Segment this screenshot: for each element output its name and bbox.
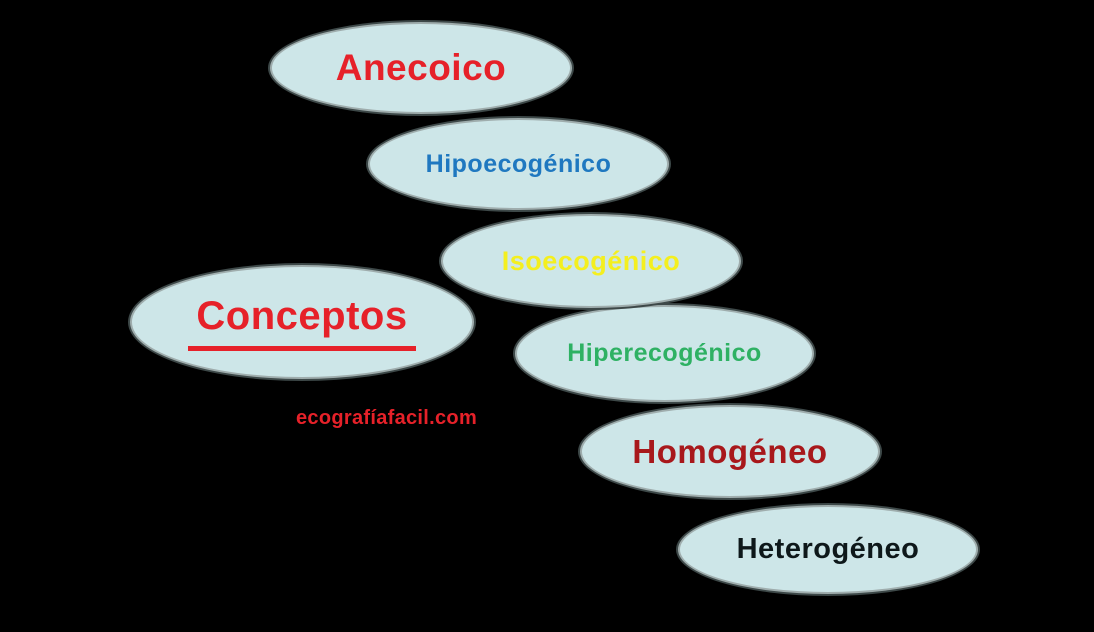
node-heterogeneo-label: Heterogéneo [736, 533, 920, 565]
node-isoecogenico: Isoecogénico [441, 214, 741, 308]
node-hiperecogenico-label: Hiperecogénico [567, 339, 762, 367]
node-anecoico: Anecoico [270, 22, 572, 114]
watermark-text: ecografíafacil.com [296, 407, 478, 429]
node-conceptos-label: Conceptos [188, 294, 416, 351]
node-heterogeneo: Heterogéneo [678, 505, 978, 594]
node-homogeneo: Homogéneo [580, 405, 880, 498]
node-homogeneo-label: Homogéneo [632, 432, 828, 470]
node-anecoico-label: Anecoico [335, 47, 507, 88]
node-hipoecogenico: Hipoecogénico [368, 118, 669, 210]
node-conceptos: Conceptos [130, 265, 474, 379]
node-hiperecogenico: Hiperecogénico [515, 305, 814, 402]
node-isoecogenico-label: Isoecogénico [501, 245, 681, 276]
node-hipoecogenico-label: Hipoecogénico [425, 149, 612, 178]
